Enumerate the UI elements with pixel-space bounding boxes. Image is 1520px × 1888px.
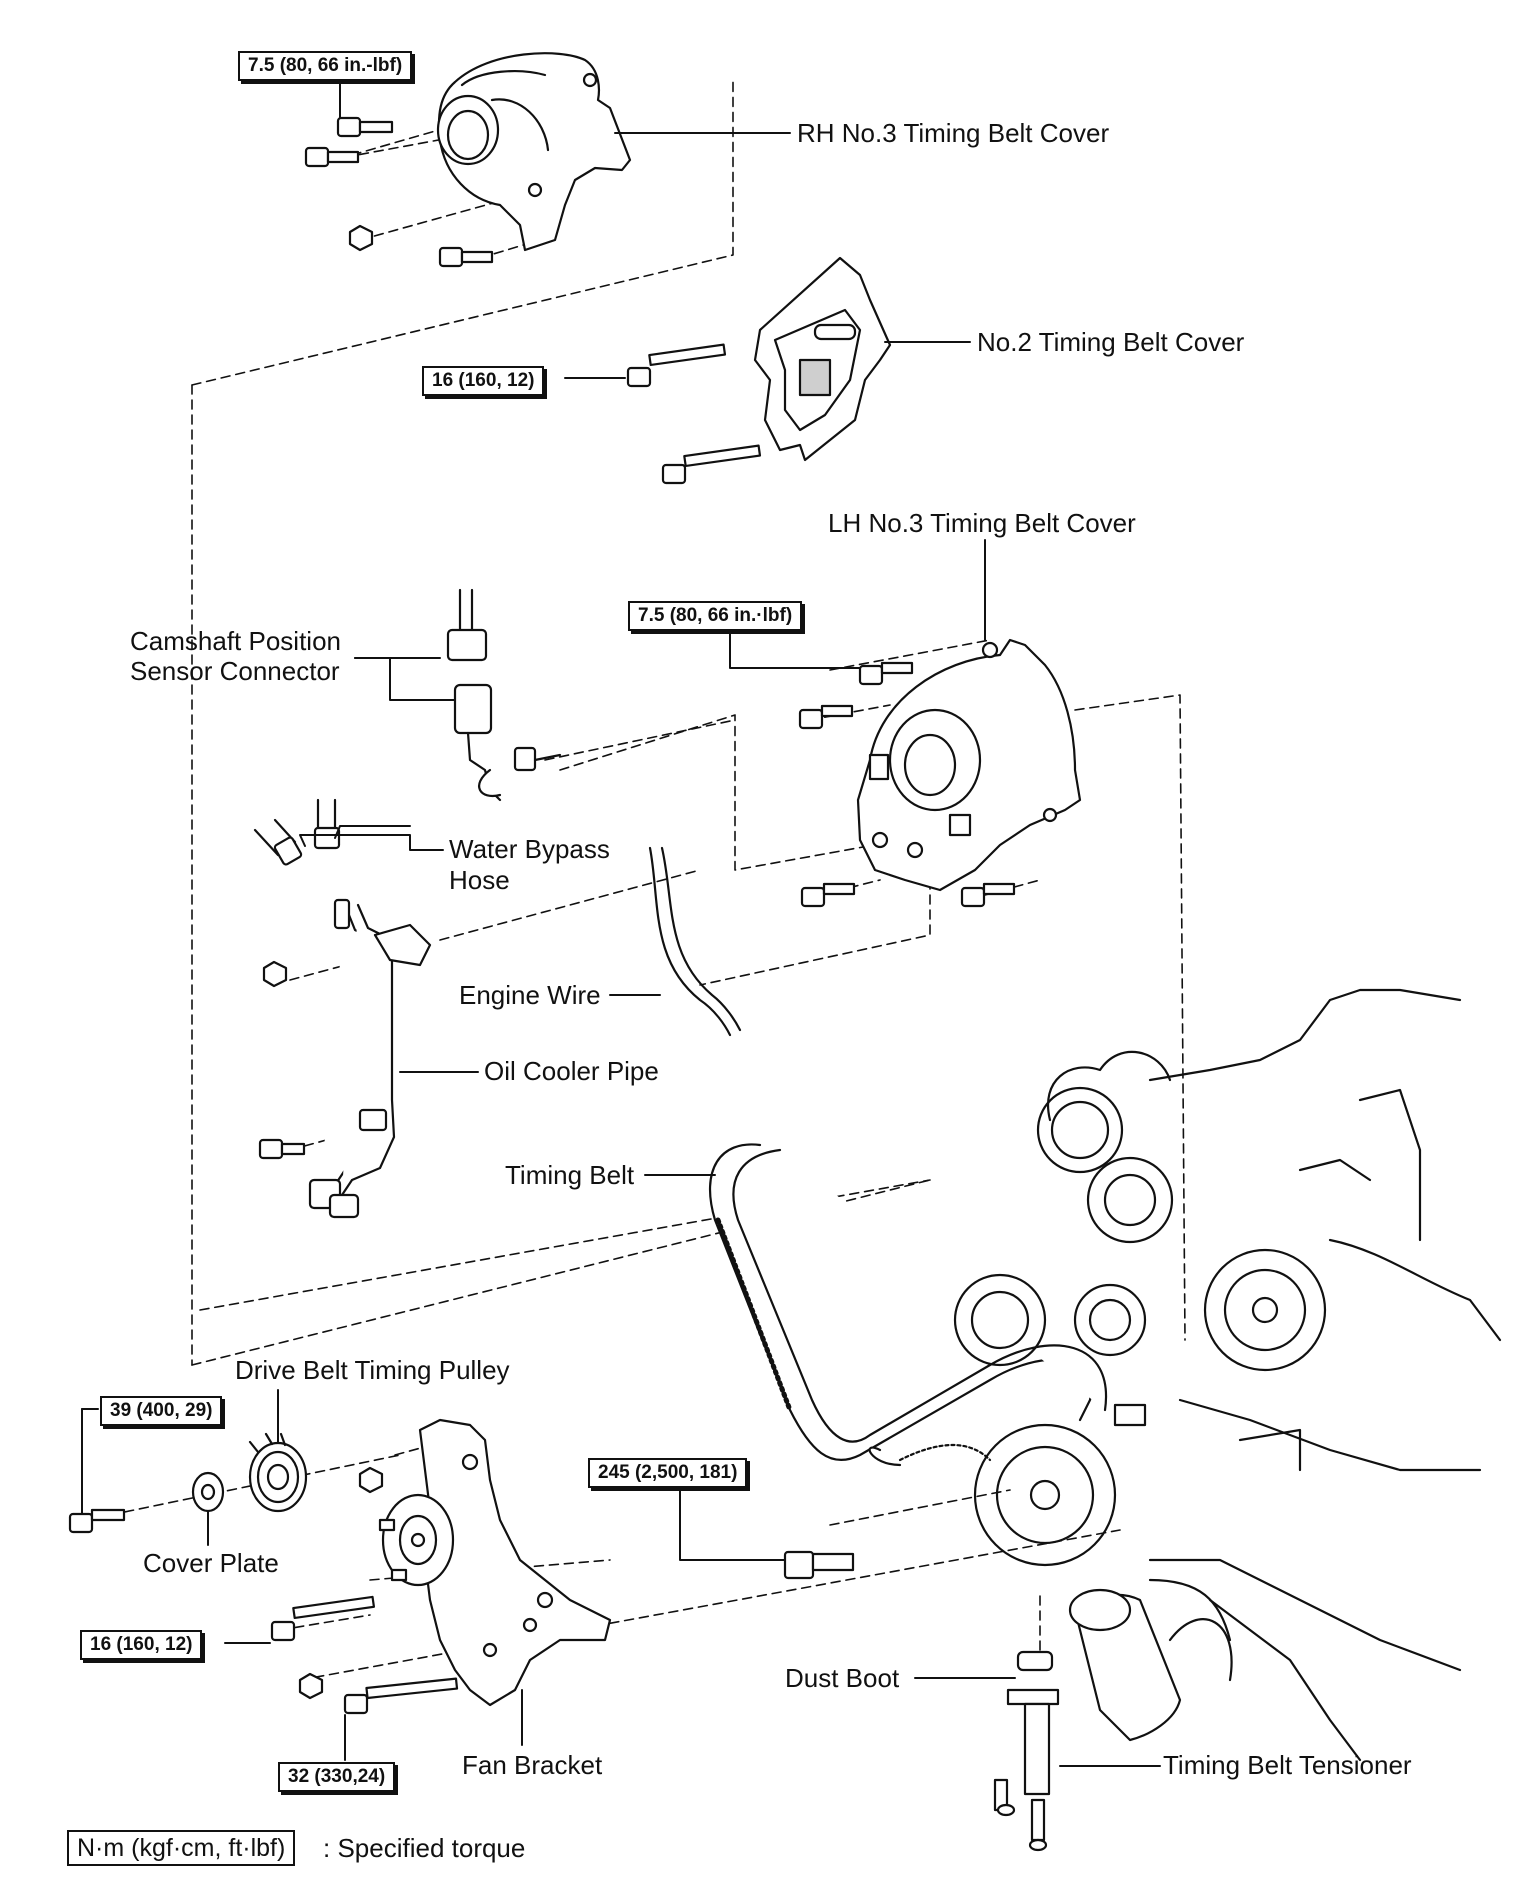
rh-no3-cover-shape — [436, 52, 632, 252]
engine-wire-shape — [648, 846, 742, 1037]
no2-cover-fasteners — [626, 343, 762, 485]
tensioner-shape — [993, 1588, 1182, 1852]
label-cam-sensor-2: Sensor Connector — [130, 656, 340, 686]
leader-lines — [81, 77, 1161, 1767]
crank-bolt-shape — [783, 1550, 855, 1580]
dashed-guides — [109, 81, 1186, 1681]
torque-no2-cover-bolt: 16 (160, 12) — [422, 366, 545, 396]
rh-cover-fasteners — [304, 116, 494, 268]
label-cam-sensor-1: Camshaft Position — [130, 626, 341, 656]
torque-fan-bracket-bolt-2: 32 (330,24) — [278, 1762, 396, 1792]
cam-sensor-connector-shape — [446, 588, 562, 802]
cover-plate-shape — [191, 1471, 225, 1513]
label-timing-belt: Timing Belt — [505, 1160, 635, 1190]
label-no2-cover: No.2 Timing Belt Cover — [977, 327, 1245, 357]
engine-block-shape — [953, 988, 1502, 1762]
lh-no3-cover-shape — [856, 638, 1082, 892]
label-water-bypass-2: Hose — [449, 865, 510, 895]
label-fan-bracket: Fan Bracket — [462, 1750, 603, 1780]
oil-pipe-fasteners — [258, 960, 306, 1160]
fan-bracket-fasteners — [270, 1466, 459, 1715]
fan-bracket-shape — [378, 1418, 612, 1707]
label-cover-plate: Cover Plate — [143, 1548, 279, 1578]
torque-pulley-bolt: 39 (400, 29) — [100, 1396, 223, 1426]
water-bypass-hoses — [253, 798, 341, 866]
label-tensioner: Timing Belt Tensioner — [1163, 1750, 1412, 1780]
oil-cooler-pipe-shape — [308, 898, 432, 1219]
no2-cover-shape — [753, 256, 892, 462]
torque-lh-cover-bolt: 7.5 (80, 66 in.·lbf) — [628, 601, 803, 631]
drive-pulley-shape — [248, 1432, 308, 1513]
torque-rh-cover-bolt: 7.5 (80, 66 in.-lbf) — [238, 51, 413, 81]
legend-unit-box: N·m (kgf·cm, ft·lbf) — [67, 1830, 296, 1866]
label-water-bypass-1: Water Bypass — [449, 834, 610, 864]
torque-fan-bracket-bolt: 16 (160, 12) — [80, 1630, 203, 1660]
label-lh-no3-cover: LH No.3 Timing Belt Cover — [828, 508, 1136, 538]
legend-text: : Specified torque — [323, 1833, 526, 1863]
label-drive-belt-pulley: Drive Belt Timing Pulley — [235, 1355, 510, 1385]
label-engine-wire: Engine Wire — [459, 980, 601, 1010]
label-oil-cooler-pipe: Oil Cooler Pipe — [484, 1056, 659, 1086]
label-rh-no3-cover: RH No.3 Timing Belt Cover — [797, 118, 1110, 148]
timing-belt-shape — [708, 1143, 1108, 1467]
lh-cover-fasteners — [798, 661, 1016, 908]
label-dust-boot: Dust Boot — [785, 1663, 900, 1693]
pulley-bolt-shape — [68, 1508, 126, 1534]
torque-crank-bolt: 245 (2,500, 181) — [588, 1458, 748, 1488]
